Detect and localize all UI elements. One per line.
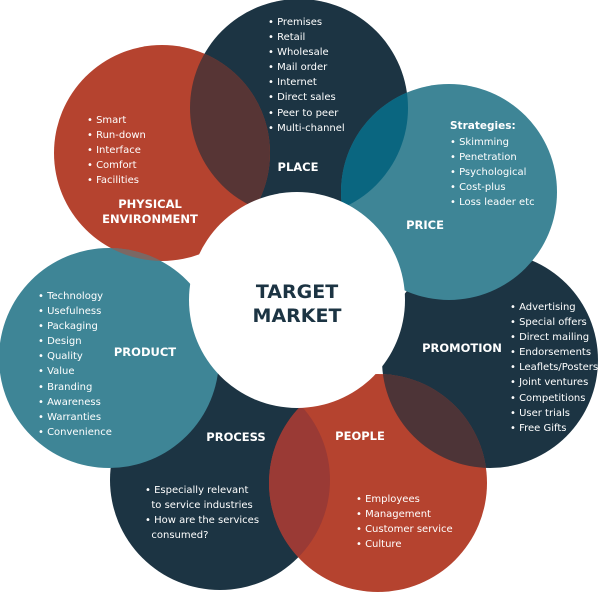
people-list: Employees Management Customer service Cu… (356, 492, 453, 552)
place-list: Premises Retail Wholesale Mail order Int… (268, 15, 345, 136)
list-item: Awareness (38, 395, 112, 410)
people-label: PEOPLE (335, 429, 385, 443)
list-item: Free Gifts (510, 421, 598, 436)
list-item: Value (38, 364, 112, 379)
physical-environment-list: Smart Run-down Interface Comfort Facilit… (87, 113, 146, 188)
list-item: Penetration (450, 150, 535, 165)
product-label: PRODUCT (113, 345, 177, 359)
list-item: Usefulness (38, 304, 112, 319)
list-item: Premises (268, 15, 345, 30)
list-item: User trials (510, 406, 598, 421)
list-item: Comfort (87, 158, 146, 173)
list-item: Management (356, 507, 453, 522)
list-item: Warranties (38, 410, 112, 425)
list-item: Customer service (356, 522, 453, 537)
place-label: PLACE (277, 160, 319, 174)
list-item: Peer to peer (268, 106, 345, 121)
place-price-overlap (341, 84, 408, 217)
list-item: Design (38, 334, 112, 349)
list-item: Culture (356, 537, 453, 552)
list-item: Convenience (38, 425, 112, 440)
price-strategies-heading: Strategies: (450, 120, 516, 132)
promotion-list: Advertising Special offers Direct mailin… (510, 300, 598, 436)
physical-environment-label: PHYSICAL ENVIRONMENT (102, 197, 198, 227)
list-item: Quality (38, 349, 112, 364)
list-item: Packaging (38, 319, 112, 334)
list-item: Facilities (87, 173, 146, 188)
list-item: Direct mailing (510, 330, 598, 345)
promotion-label: PROMOTION (422, 341, 502, 355)
list-item: Employees (356, 492, 453, 507)
list-item: Multi-channel (268, 121, 345, 136)
label-line-2: ENVIRONMENT (102, 212, 198, 226)
list-item: Technology (38, 289, 112, 304)
process-list: Especially relevant to service industrie… (145, 483, 259, 543)
title-line-2: MARKET (252, 305, 342, 327)
title-line-1: TARGET (255, 281, 339, 303)
list-item: Competitions (510, 391, 598, 406)
list-item: Leaflets/Posters (510, 360, 598, 375)
list-item: Branding (38, 380, 112, 395)
list-item: Psychological (450, 165, 535, 180)
list-item: Retail (268, 30, 345, 45)
list-item: Special offers (510, 315, 598, 330)
list-item: Wholesale (268, 45, 345, 60)
list-item: How are the services (145, 513, 259, 528)
product-list: Technology Usefulness Packaging Design Q… (38, 289, 112, 440)
list-item: Cost-plus (450, 180, 535, 195)
list-item-continuation: consumed? (151, 530, 209, 542)
price-label: PRICE (406, 218, 444, 232)
list-item: Skimming (450, 135, 535, 150)
process-label: PROCESS (206, 430, 266, 444)
list-item: Run-down (87, 128, 146, 143)
list-item: Direct sales (268, 90, 345, 105)
target-market-title: TARGET MARKET (253, 280, 342, 328)
target-market-circle (189, 192, 405, 408)
list-item: Especially relevant (145, 483, 259, 498)
list-item-continuation: to service industries (151, 500, 253, 512)
list-item: Internet (268, 75, 345, 90)
list-item: Joint ventures (510, 375, 598, 390)
list-item: Interface (87, 143, 146, 158)
list-item: Endorsements (510, 345, 598, 360)
list-item: Smart (87, 113, 146, 128)
label-line-1: PHYSICAL (118, 197, 182, 211)
list-item: Loss leader etc (450, 195, 535, 210)
people-promotion-overlap (382, 374, 487, 468)
list-item: Mail order (268, 60, 345, 75)
price-list: Skimming Penetration Psychological Cost-… (450, 135, 535, 210)
list-item: Advertising (510, 300, 598, 315)
